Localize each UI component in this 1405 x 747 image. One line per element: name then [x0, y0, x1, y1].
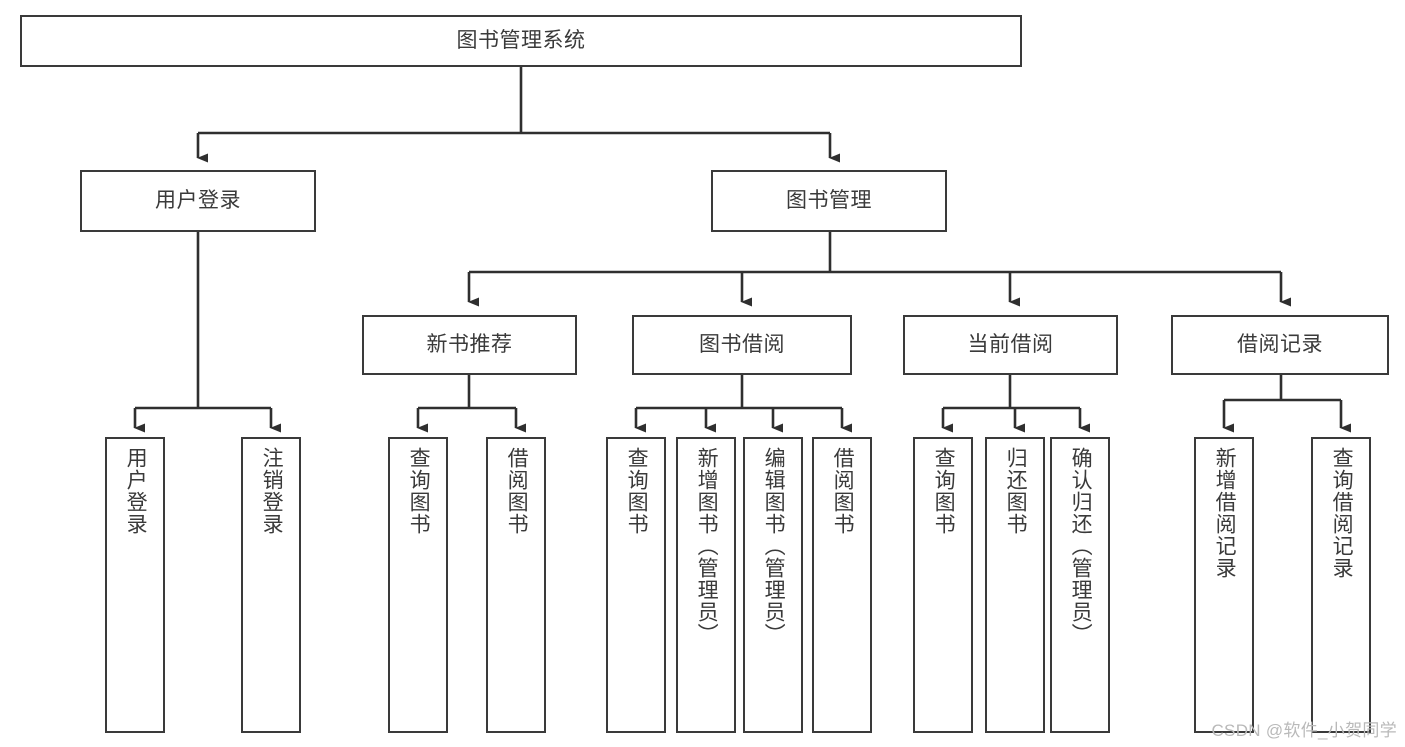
leaf-user-logout-label: 注销登录: [260, 447, 284, 535]
leaf-query-borrow-record[interactable]: 查询借阅记录: [1311, 437, 1371, 733]
leaf-borrow-book-recommend-label: 借阅图书: [505, 447, 529, 535]
node-current-borrow-label: 当前借阅: [967, 333, 1054, 357]
leaf-query-book-borrow[interactable]: 查询图书: [606, 437, 666, 733]
node-root[interactable]: 图书管理系统: [20, 15, 1022, 67]
node-user-login-label: 用户登录: [155, 189, 241, 213]
leaf-query-book-current[interactable]: 查询图书: [913, 437, 973, 733]
watermark-text: CSDN @软件_小贺同学: [1211, 721, 1397, 740]
leaf-borrow-book-recommend[interactable]: 借阅图书: [486, 437, 546, 733]
leaf-add-book[interactable]: 新增图书（管理员）: [676, 437, 736, 733]
leaf-borrow-book-label: 借阅图书: [831, 447, 855, 535]
leaf-confirm-return[interactable]: 确认归还（管理员）: [1050, 437, 1110, 733]
node-new-book-recommend-label: 新书推荐: [426, 333, 513, 357]
leaf-query-book-recommend[interactable]: 查询图书: [388, 437, 448, 733]
node-book-borrow-label: 图书借阅: [699, 333, 785, 357]
node-borrow-record-label: 借阅记录: [1237, 333, 1323, 357]
leaf-return-book-label: 归还图书: [1004, 447, 1028, 535]
node-current-borrow[interactable]: 当前借阅: [903, 315, 1118, 375]
node-book-management-label: 图书管理: [786, 189, 872, 213]
leaf-edit-book-label: 编辑图书（管理员）: [762, 447, 786, 645]
leaf-query-book-borrow-label: 查询图书: [625, 447, 649, 535]
leaf-return-book[interactable]: 归还图书: [985, 437, 1045, 733]
leaf-confirm-return-label: 确认归还（管理员）: [1069, 447, 1093, 645]
node-root-label: 图书管理系统: [456, 29, 586, 53]
node-book-borrow[interactable]: 图书借阅: [632, 315, 852, 375]
leaf-user-login-label: 用户登录: [124, 447, 148, 535]
leaf-add-borrow-record-label: 新增借阅记录: [1213, 447, 1237, 579]
leaf-add-borrow-record[interactable]: 新增借阅记录: [1194, 437, 1254, 733]
node-user-login[interactable]: 用户登录: [80, 170, 316, 232]
leaf-borrow-book[interactable]: 借阅图书: [812, 437, 872, 733]
node-book-management[interactable]: 图书管理: [711, 170, 947, 232]
leaf-user-login[interactable]: 用户登录: [105, 437, 165, 733]
leaf-add-book-label: 新增图书（管理员）: [695, 447, 719, 645]
leaf-user-logout[interactable]: 注销登录: [241, 437, 301, 733]
leaf-query-borrow-record-label: 查询借阅记录: [1330, 447, 1354, 579]
leaf-query-book-recommend-label: 查询图书: [407, 447, 431, 535]
leaf-edit-book[interactable]: 编辑图书（管理员）: [743, 437, 803, 733]
node-borrow-record[interactable]: 借阅记录: [1171, 315, 1389, 375]
leaf-query-book-current-label: 查询图书: [932, 447, 956, 535]
node-new-book-recommend[interactable]: 新书推荐: [362, 315, 577, 375]
